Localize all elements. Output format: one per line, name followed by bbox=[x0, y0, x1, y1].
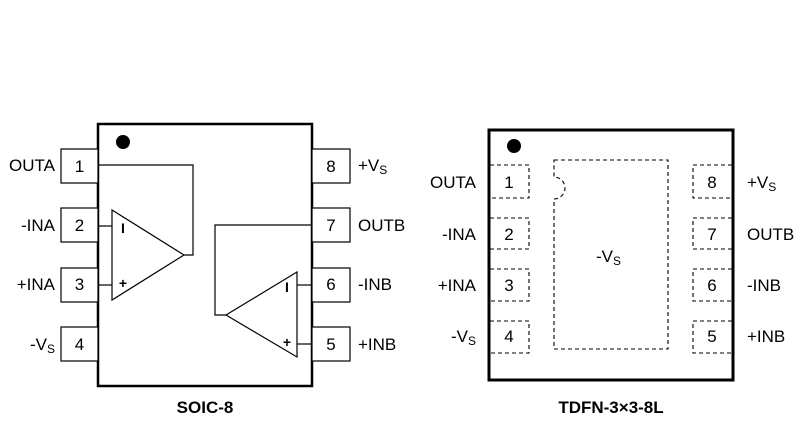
exposed-pad-label: -VS bbox=[596, 247, 621, 268]
pin1-marker-dot bbox=[507, 139, 521, 153]
tdfn-pin-1: 1 OUTA bbox=[430, 164, 530, 199]
tdfn-pin-4: 4 -VS bbox=[451, 320, 530, 354]
tdfn-package: -VS 1 OUTA 2 -INA 3 +INA 4 -VS 8 +VS bbox=[430, 128, 794, 417]
soic8-package: 1 OUTA 2 -INA 3 +INA 4 -VS 8 +VS 7 OUTB bbox=[9, 122, 405, 417]
exposed-pad bbox=[553, 159, 669, 350]
soic8-pin-1: 1 OUTA bbox=[9, 148, 99, 184]
pin-name: +VS bbox=[747, 173, 776, 194]
pin-number: 5 bbox=[707, 327, 716, 346]
inverting-input-symbol: I bbox=[121, 220, 125, 236]
op-amp-a-triangle bbox=[111, 208, 186, 302]
pin-name: OUTB bbox=[747, 225, 794, 244]
tdfn-pin-2: 2 -INA bbox=[442, 217, 530, 250]
op-amp-b: I + bbox=[214, 224, 312, 359]
pin-number: 6 bbox=[707, 276, 716, 295]
pin-number: 1 bbox=[75, 157, 84, 176]
non-inverting-input-symbol: + bbox=[283, 334, 291, 350]
pin-name: -INA bbox=[442, 225, 477, 244]
pin-name: OUTA bbox=[9, 156, 56, 175]
soic8-pin-3: 3 +INA bbox=[17, 267, 99, 303]
pin-name: +INB bbox=[358, 335, 396, 354]
pin1-marker-dot bbox=[116, 135, 130, 149]
pin-number: 8 bbox=[707, 173, 716, 192]
tdfn-pin-3: 3 +INA bbox=[438, 268, 530, 302]
pin-name: -INB bbox=[358, 275, 392, 294]
pin-name: +INA bbox=[438, 276, 477, 295]
pin-number: 5 bbox=[326, 335, 335, 354]
op-amp-a-feedback bbox=[98, 164, 194, 256]
soic8-pin-4: 4 -VS bbox=[30, 326, 99, 362]
op-amp-b-triangle bbox=[224, 270, 298, 359]
pin-name: +INA bbox=[17, 275, 56, 294]
soic8-pin-8: 8 +VS bbox=[311, 148, 387, 184]
pin-number: 8 bbox=[326, 157, 335, 176]
soic8-title: SOIC-8 bbox=[177, 398, 234, 417]
pin-number: 2 bbox=[504, 225, 513, 244]
pin-number: 2 bbox=[75, 216, 84, 235]
pin-number: 1 bbox=[504, 173, 513, 192]
pin-number: 3 bbox=[75, 275, 84, 294]
op-amp-a: I + bbox=[98, 164, 194, 302]
tdfn-pin-5: 5 +INB bbox=[692, 320, 785, 354]
tdfn-title: TDFN-3×3-8L bbox=[558, 398, 663, 417]
pin-name: -VS bbox=[451, 327, 476, 348]
pin-name: -INB bbox=[747, 276, 781, 295]
pin-name: OUTB bbox=[358, 216, 405, 235]
op-amp-b-feedback bbox=[214, 224, 312, 316]
pin-name: -VS bbox=[30, 335, 55, 356]
non-inverting-input-symbol: + bbox=[119, 275, 127, 291]
pin-number: 3 bbox=[504, 276, 513, 295]
soic8-pin-7: 7 OUTB bbox=[311, 207, 405, 243]
soic8-pin-5: 5 +INB bbox=[311, 326, 396, 362]
inverting-input-symbol: I bbox=[285, 279, 289, 295]
pin-number: 7 bbox=[326, 216, 335, 235]
pin-number: 4 bbox=[504, 327, 513, 346]
tdfn-body bbox=[487, 128, 735, 382]
pin-name: OUTA bbox=[430, 173, 477, 192]
pin-number: 7 bbox=[707, 225, 716, 244]
soic8-pin-2: 2 -INA bbox=[21, 207, 99, 243]
tdfn-pin-8: 8 +VS bbox=[692, 164, 776, 199]
pin-number: 6 bbox=[326, 275, 335, 294]
pin-name: +INB bbox=[747, 327, 785, 346]
pin-name: -INA bbox=[21, 216, 56, 235]
tdfn-pin-7: 7 OUTB bbox=[692, 217, 794, 250]
pin-number: 4 bbox=[75, 335, 84, 354]
soic8-pin-6: 6 -INB bbox=[311, 267, 392, 303]
tdfn-pin-6: 6 -INB bbox=[692, 268, 781, 302]
pin-name: +VS bbox=[358, 156, 387, 177]
